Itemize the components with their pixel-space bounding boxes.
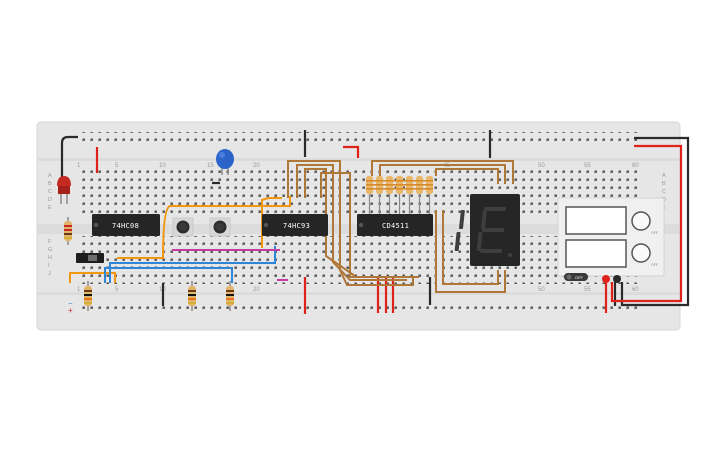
top-rail-divider xyxy=(37,158,680,161)
segment-a xyxy=(484,207,506,211)
wire-black-supply[interactable] xyxy=(620,136,690,307)
segment-e xyxy=(454,232,461,251)
col-num: 10 xyxy=(159,163,166,169)
resistor-array[interactable] xyxy=(366,176,433,214)
wire-orange[interactable] xyxy=(117,196,291,259)
wire-brown[interactable] xyxy=(371,160,514,184)
row-letter: A xyxy=(48,173,52,179)
segment-b xyxy=(481,210,487,229)
supply-knob-top[interactable] xyxy=(631,211,651,231)
row-letter: F xyxy=(48,239,52,245)
supply-display-bottom xyxy=(565,239,627,268)
wire-red-supply[interactable] xyxy=(610,144,683,303)
ic-74hc93[interactable]: 74HC93 xyxy=(262,214,328,236)
col-num: 5 xyxy=(115,163,119,169)
row-letter: G xyxy=(48,247,52,253)
resistor[interactable] xyxy=(226,281,234,311)
segment-d xyxy=(480,249,502,253)
pushbutton-2[interactable] xyxy=(209,217,231,237)
row-letter: B xyxy=(662,181,666,187)
row-letter: D xyxy=(48,197,52,203)
power-toggle-label: OFF xyxy=(575,275,584,280)
supply-display-top xyxy=(565,206,627,235)
wire-black[interactable] xyxy=(60,135,78,182)
supply-knob-label: OFF xyxy=(651,263,658,267)
wire-brown[interactable] xyxy=(442,210,499,285)
ic-74hc93-label: 74HC93 xyxy=(283,222,310,230)
wire-red[interactable] xyxy=(343,145,360,158)
rail-minus-label: − xyxy=(68,299,73,308)
col-num: 55 xyxy=(584,163,591,169)
wire-orange[interactable] xyxy=(69,272,116,283)
seven-segment-display[interactable] xyxy=(454,194,520,266)
wire-brown[interactable] xyxy=(435,168,499,184)
ic-cd4511[interactable]: CD4511 xyxy=(357,214,433,236)
row-letter: J xyxy=(48,271,51,277)
slide-switch[interactable] xyxy=(76,253,104,263)
supply-terminal-positive[interactable] xyxy=(602,275,610,283)
wire-brown[interactable] xyxy=(379,164,506,184)
ic-74hc08[interactable]: 74HC08 xyxy=(92,214,160,236)
pushbutton-1[interactable] xyxy=(172,217,194,237)
col-num: 1 xyxy=(77,163,81,169)
row-letter: I xyxy=(48,263,50,269)
wire-brown[interactable] xyxy=(320,172,419,278)
bottom-rail-divider xyxy=(37,292,680,295)
row-letter: B xyxy=(48,181,52,187)
supply-knob-bottom[interactable] xyxy=(631,243,651,263)
power-supply[interactable]: OFF OFF OFF xyxy=(557,197,665,283)
col-num: 15 xyxy=(207,163,214,169)
resistor[interactable] xyxy=(64,217,72,245)
bottom-rail-holes xyxy=(80,302,640,314)
row-letter: C xyxy=(48,189,52,195)
top-rail-holes xyxy=(80,132,640,144)
ic-74hc08-label: 74HC08 xyxy=(112,222,139,230)
rail-plus-label: + xyxy=(68,306,73,315)
col-num: 50 xyxy=(538,163,545,169)
supply-knob-label: OFF xyxy=(651,231,658,235)
wire-brown[interactable] xyxy=(435,210,506,293)
segment-g xyxy=(482,228,504,232)
wire-blue[interactable] xyxy=(109,246,276,283)
row-letter: H xyxy=(48,255,52,261)
segment-c xyxy=(476,232,483,251)
col-num: 20 xyxy=(253,287,260,293)
col-num: 50 xyxy=(538,287,545,293)
wire-brown[interactable] xyxy=(296,164,407,281)
wire-brown[interactable] xyxy=(304,168,356,277)
supply-terminal-negative[interactable] xyxy=(613,275,621,283)
col-num: 55 xyxy=(584,287,591,293)
col-num: 1 xyxy=(77,287,81,293)
ic-cd4511-label: CD4511 xyxy=(382,222,409,230)
row-letter: A xyxy=(662,173,666,179)
segment-f xyxy=(459,210,465,229)
row-letters-left: A B C D E F G H I J xyxy=(48,173,52,277)
col-num: 5 xyxy=(115,287,119,293)
row-letter: C xyxy=(662,189,666,195)
col-num: 60 xyxy=(632,287,639,293)
red-led[interactable] xyxy=(57,176,71,204)
top-terminal-holes xyxy=(80,170,640,218)
resistor[interactable] xyxy=(188,281,196,311)
segment-group xyxy=(454,207,512,257)
capacitor[interactable] xyxy=(216,149,234,175)
segment-dp xyxy=(508,253,512,257)
wire-blue[interactable] xyxy=(104,267,233,283)
resistor[interactable] xyxy=(84,281,92,311)
col-num: 60 xyxy=(632,163,639,169)
row-letter: E xyxy=(48,205,52,211)
col-num: 20 xyxy=(253,163,260,169)
